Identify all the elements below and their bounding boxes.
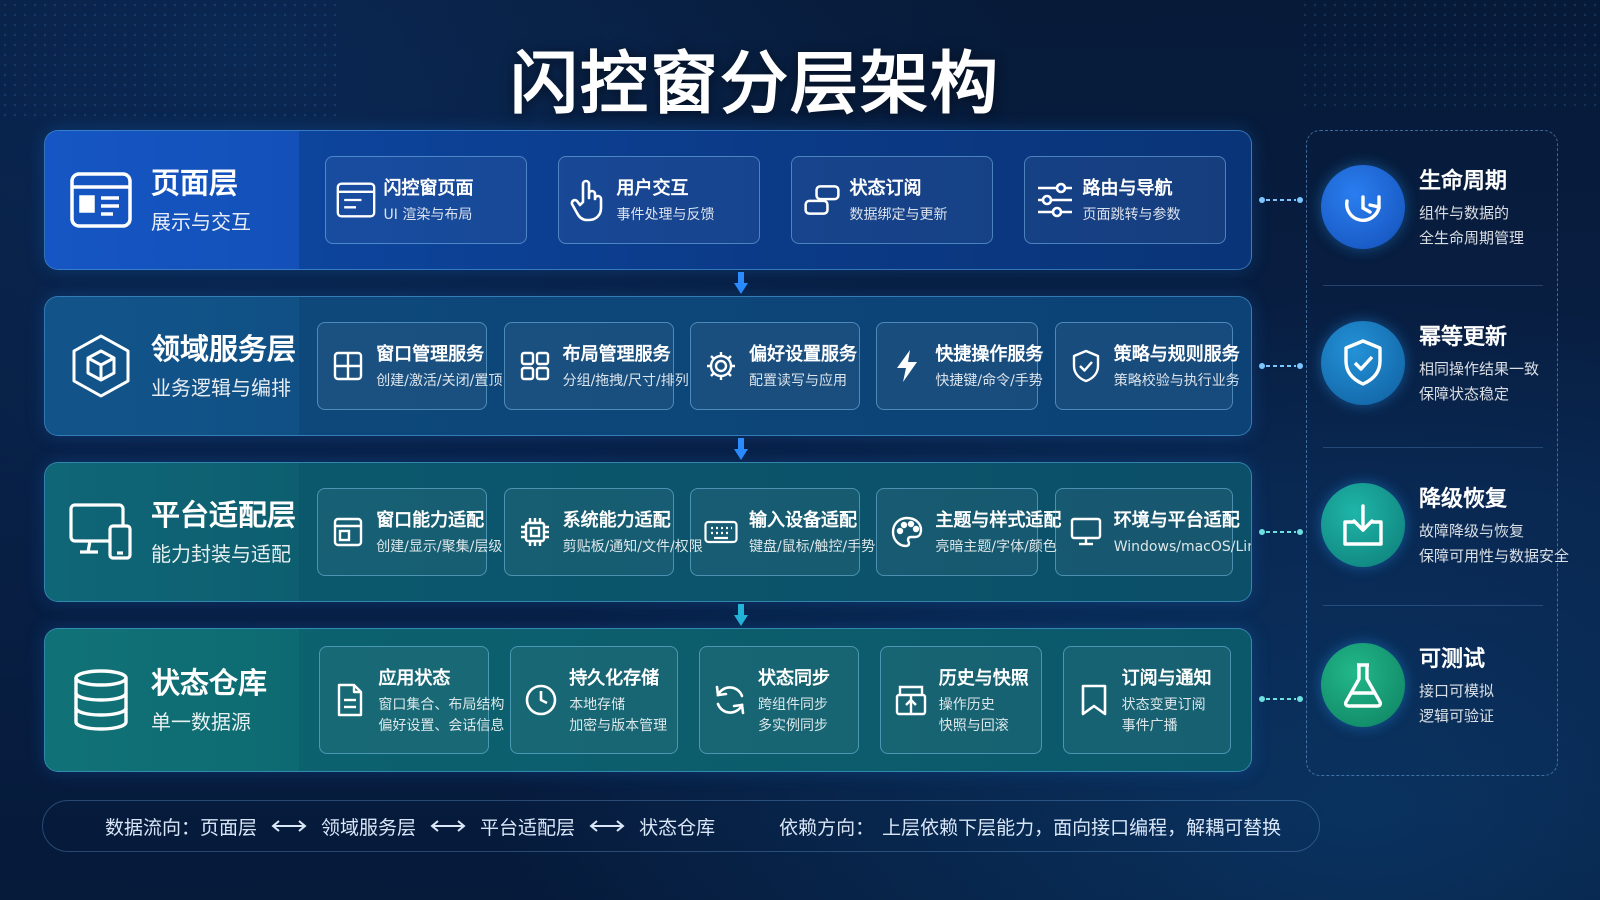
lightning-icon	[887, 346, 927, 386]
layer-subtitle: 业务逻辑与编排	[151, 375, 291, 400]
grid-window-icon	[328, 346, 368, 386]
clock-icon	[521, 680, 561, 720]
layer-subtitle: 能力封装与适配	[151, 541, 291, 566]
dependency-legend: 依赖方向： 上层依赖下层能力，面向接口编程，解耦可替换	[779, 816, 1282, 839]
gear-icon	[701, 346, 741, 386]
double-arrow-icon	[589, 820, 625, 832]
browser-window-icon	[67, 166, 135, 234]
layer-platform-adapter: 平台适配层 能力封装与适配 窗口能力适配创建/显示/聚集/层级 系统能力适配剪贴…	[44, 462, 1252, 602]
divider	[1323, 285, 1543, 286]
layer-subtitle: 展示与交互	[151, 209, 251, 234]
decorative-dot-grid	[1300, 0, 1600, 110]
monitor-icon	[1066, 512, 1106, 552]
cube-hexagon-icon	[67, 332, 135, 400]
connector-line	[1259, 197, 1303, 203]
connector-line	[1259, 696, 1303, 702]
card-layout-management: 布局管理服务分组/拖拽/尺寸/排列	[503, 322, 689, 410]
flask-icon	[1321, 642, 1405, 727]
card-window-management: 窗口管理服务创建/激活/关闭/置顶	[317, 322, 502, 410]
devices-icon	[67, 498, 135, 566]
decorative-dot-grid	[0, 0, 340, 120]
layer-subtitle: 单一数据源	[151, 709, 251, 734]
double-arrow-icon	[430, 820, 466, 832]
card-window-capability: 窗口能力适配创建/显示/聚集/层级	[317, 488, 502, 576]
principle-lifecycle: 生命周期组件与数据的全生命周期管理	[1321, 163, 1524, 251]
layer-header: 状态仓库 单一数据源	[45, 629, 299, 771]
palette-icon	[887, 512, 927, 552]
sync-icon	[710, 680, 750, 720]
card-input-device: 输入设备适配键盘/鼠标/触控/手势	[689, 488, 875, 576]
layer-name: 平台适配层	[151, 498, 297, 533]
database-icon	[67, 666, 135, 734]
down-arrow-icon	[734, 604, 748, 626]
card-system-capability: 系统能力适配剪贴板/通知/文件/权限	[503, 488, 703, 576]
divider	[1323, 447, 1543, 448]
chip-icon	[515, 512, 555, 552]
side-principles-panel: 生命周期组件与数据的全生命周期管理 幂等更新相同操作结果一致保障状态稳定 降级恢…	[1306, 130, 1569, 776]
card-persistent-storage: 持久化存储本地存储加密与版本管理	[510, 646, 679, 754]
connector-line	[1259, 363, 1303, 369]
keyboard-icon	[701, 512, 741, 552]
clock-cycle-icon	[1321, 164, 1405, 249]
layer-name: 状态仓库	[151, 666, 268, 701]
data-flow-legend: 数据流向： 页面层 领域服务层 平台适配层 状态仓库	[105, 816, 716, 839]
layer-header: 页面层 展示与交互	[45, 131, 299, 269]
card-preferences: 偏好设置服务配置读写与应用	[689, 322, 860, 410]
down-arrow-icon	[734, 438, 748, 460]
layer-name: 领域服务层	[151, 332, 297, 367]
principle-idempotent: 幂等更新相同操作结果一致保障状态稳定	[1321, 319, 1539, 407]
bookmark-icon	[1074, 680, 1114, 720]
layer-state-store: 状态仓库 单一数据源 应用状态窗口集合、布局结构偏好设置、会话信息 持久化存储本…	[44, 628, 1252, 772]
window-icon	[336, 180, 376, 220]
card-history-snapshot: 历史与快照操作历史快照与回滚	[879, 646, 1042, 754]
history-icon	[891, 680, 931, 720]
principle-testable: 可测试接口可模拟逻辑可验证	[1321, 641, 1494, 729]
card-state-sync: 状态同步跨组件同步多实例同步	[698, 646, 859, 754]
card-state-subscription: 状态订阅数据绑定与更新	[790, 156, 993, 244]
shield-check-icon	[1321, 320, 1405, 405]
card-quick-actions: 快捷操作服务快捷键/命令/手势	[876, 322, 1043, 410]
window-icon	[328, 512, 368, 552]
divider	[1323, 605, 1543, 606]
layer-header: 平台适配层 能力封装与适配	[45, 463, 299, 601]
card-app-state: 应用状态窗口集合、布局结构偏好设置、会话信息	[319, 646, 504, 754]
document-icon	[330, 680, 370, 720]
layer-header: 领域服务层 业务逻辑与编排	[45, 297, 299, 435]
double-arrow-icon	[271, 820, 307, 832]
sliders-icon	[1035, 180, 1075, 220]
card-routing-navigation: 路由与导航页面跳转与参数	[1023, 156, 1226, 244]
down-arrow-icon	[734, 272, 748, 294]
card-subscription-notify: 订阅与通知状态变更订阅事件广播	[1062, 646, 1231, 754]
shield-check-icon	[1066, 346, 1106, 386]
footer-legend: 数据流向： 页面层 领域服务层 平台适配层 状态仓库 依赖方向： 上层依赖下层能…	[42, 800, 1320, 852]
card-policy-rules: 策略与规则服务策略校验与执行业务	[1054, 322, 1240, 410]
download-tray-icon	[1321, 482, 1405, 567]
connector-line	[1259, 529, 1303, 535]
page-title: 闪控窗分层架构	[509, 45, 1000, 124]
card-theme-style: 主题与样式适配亮暗主题/字体/颜色	[876, 488, 1061, 576]
principle-degrade-recover: 降级恢复故障降级与恢复保障可用性与数据安全	[1321, 481, 1569, 569]
pointer-hand-icon	[569, 179, 609, 222]
layer-name: 页面层	[151, 166, 239, 201]
link-icon	[802, 180, 842, 220]
layout-icon	[515, 346, 555, 386]
card-user-interaction: 用户交互事件处理与反馈	[557, 156, 760, 244]
layer-domain-service: 领域服务层 业务逻辑与编排 窗口管理服务创建/激活/关闭/置顶 布局管理服务分组…	[44, 296, 1252, 436]
